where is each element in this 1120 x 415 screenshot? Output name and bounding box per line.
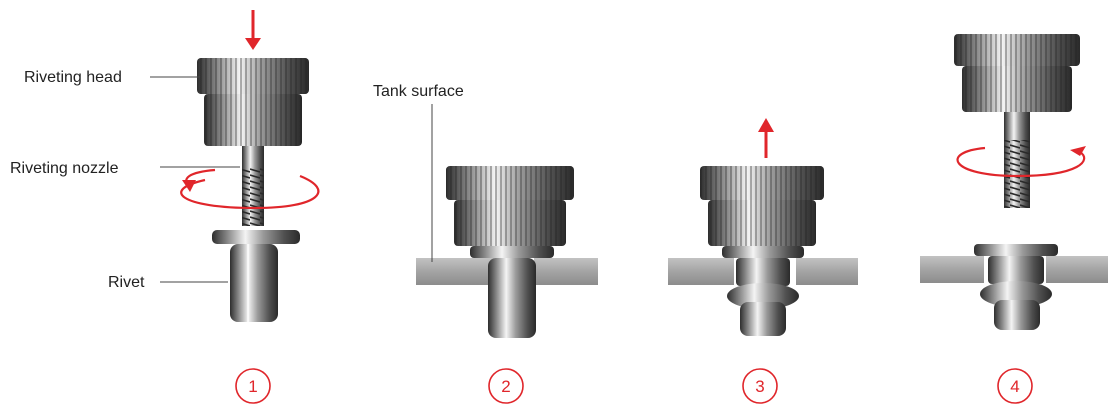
riveting-head-label: Riveting head (24, 69, 122, 86)
label-tank-surface: Tank surface (373, 83, 464, 262)
label-riveting-nozzle: Riveting nozzle (10, 160, 240, 177)
step-2-number: 2 (501, 377, 510, 396)
rivet-label: Rivet (108, 274, 145, 291)
step-1-number: 1 (248, 377, 257, 396)
step-2-badge: 2 (488, 368, 524, 404)
rivet-part (470, 246, 554, 338)
rotation-arrow-icon (956, 146, 1086, 178)
riveting-head-tool (954, 34, 1080, 112)
tank-surface-plate (668, 258, 858, 285)
step-3-number: 3 (755, 377, 764, 396)
tank-surface-plate (920, 256, 1108, 283)
tank-surface-label: Tank surface (373, 83, 464, 100)
label-riveting-head: Riveting head (24, 69, 200, 86)
riveting-nozzle-tool (242, 146, 264, 226)
rivet-part-deformed (722, 246, 804, 336)
step-1-badge: 1 (235, 368, 271, 404)
pull-up-arrow-icon (758, 118, 774, 158)
step-4-illustration (920, 34, 1108, 330)
tank-surface-plate (416, 258, 598, 285)
step-3-badge: 3 (742, 368, 778, 404)
riveting-head-tool (700, 166, 824, 246)
riveting-head-tool (197, 58, 309, 146)
label-rivet: Rivet (108, 274, 228, 291)
push-down-arrow-icon (245, 10, 261, 50)
step-4-number: 4 (1010, 377, 1019, 396)
rivet-part-installed (974, 244, 1058, 330)
riveting-nozzle-tool (1004, 112, 1030, 208)
step-4-badge: 4 (997, 368, 1033, 404)
step-3-illustration (668, 118, 858, 336)
riveting-head-tool (446, 166, 574, 246)
step-2-illustration (416, 166, 598, 338)
step-1-illustration (180, 10, 320, 322)
rotation-arrow-icon (180, 168, 320, 210)
rivet-part (212, 230, 300, 322)
riveting-nozzle-label: Riveting nozzle (10, 160, 119, 177)
